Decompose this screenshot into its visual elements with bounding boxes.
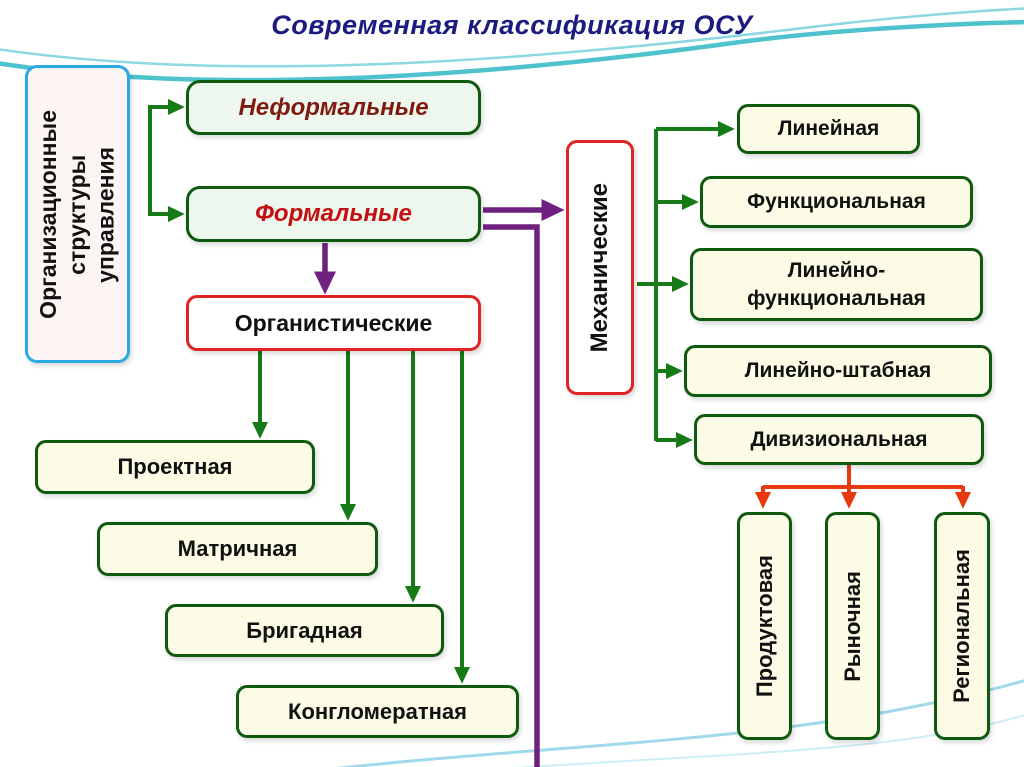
- node-linear-staff: Линейно-штабная: [684, 345, 992, 397]
- node-matrix-label: Матричная: [177, 536, 298, 561]
- node-formal-label: Формальные: [255, 200, 412, 227]
- node-organic-label: Органистические: [234, 309, 433, 336]
- node-root-label: Организационные структуры управления: [35, 109, 119, 319]
- node-functional: Функциональная: [700, 176, 973, 228]
- node-linear: Линейная: [737, 104, 920, 154]
- node-conglomerate-label: Конгломератная: [288, 698, 467, 724]
- node-divisional-label: Дивизиональная: [750, 427, 928, 451]
- node-brigade: Бригадная: [165, 604, 444, 657]
- node-project: Проектная: [35, 440, 315, 494]
- node-market-label: Рыночная: [839, 570, 865, 682]
- node-linear-label: Линейная: [777, 117, 880, 140]
- node-mechanical: Механические: [566, 140, 634, 395]
- node-regional-label: Региональная: [949, 549, 974, 703]
- node-formal: Формальные: [186, 186, 481, 242]
- node-product-label: Продуктовая: [751, 554, 777, 698]
- node-product: Продуктовая: [737, 512, 792, 740]
- node-regional: Региональная: [934, 512, 990, 740]
- node-linear-functional-label: Линейно- функциональная: [747, 259, 926, 310]
- node-brigade-label: Бригадная: [246, 617, 363, 643]
- node-market: Рыночная: [825, 512, 880, 740]
- node-mechanical-label: Механические: [586, 182, 613, 353]
- node-matrix: Матричная: [97, 522, 378, 576]
- node-functional-label: Функциональная: [747, 190, 926, 213]
- slide-title: Современная классификация ОСУ: [271, 10, 753, 40]
- node-root: Организационные структуры управления: [25, 65, 130, 363]
- node-organic: Органистические: [186, 295, 481, 351]
- node-divisional: Дивизиональная: [694, 414, 984, 465]
- node-linear-staff-label: Линейно-штабная: [744, 359, 932, 382]
- node-informal: Неформальные: [186, 80, 481, 135]
- node-conglomerate: Конгломератная: [236, 685, 519, 738]
- orange-arrows: [755, 465, 971, 509]
- node-linear-functional: Линейно- функциональная: [690, 248, 983, 321]
- purple-arrows: [314, 199, 565, 767]
- node-project-label: Проектная: [117, 454, 233, 479]
- node-informal-label: Неформальные: [238, 93, 429, 121]
